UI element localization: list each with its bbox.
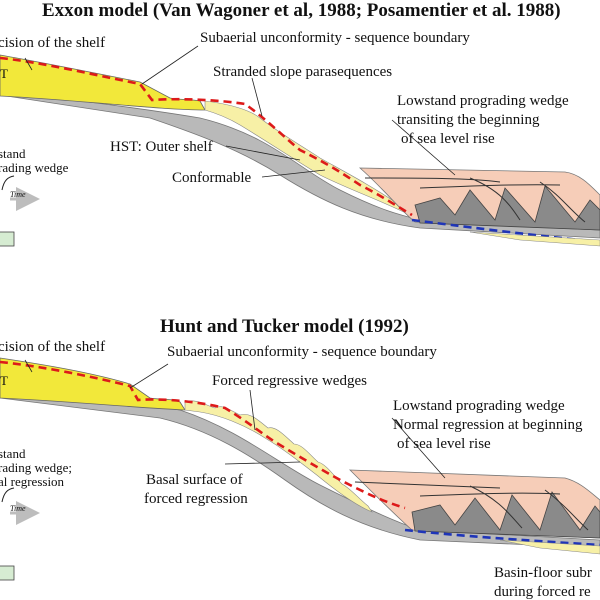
bottom-basal-label-2: forced regression xyxy=(144,491,248,507)
top-prograding-lobes xyxy=(414,185,600,231)
bottom-left-text-2: rading wedge; xyxy=(0,460,72,475)
top-time-curve xyxy=(1,175,15,191)
top-leader-hst xyxy=(225,145,301,161)
top-lowstand-label-1: Lowstand prograding wedge xyxy=(397,93,569,109)
bottom-prograding-lobes xyxy=(411,491,600,539)
top-lowstand-label-2: transiting the beginning xyxy=(397,112,540,128)
top-leader-unconformity xyxy=(141,45,199,85)
bottom-basin-floor-label-2: during forced re xyxy=(494,584,591,600)
bottom-leader-forced xyxy=(249,389,256,431)
bottom-forced-regressive-wedges xyxy=(184,400,373,513)
bottom-title: Hunt and Tucker model (1992) xyxy=(160,316,409,337)
bottom-clinoform-lines xyxy=(354,481,589,531)
bottom-lowstand-label-2: Normal regression at beginning xyxy=(393,417,583,433)
top-st-label: T xyxy=(0,66,8,81)
top-left-text-2: rading wedge xyxy=(0,160,69,175)
bottom-unconformity-line xyxy=(0,360,406,510)
top-left-text-1: stand xyxy=(0,146,26,161)
bottom-leader-incision xyxy=(24,359,33,373)
top-parasequences-label: Stranded slope parasequences xyxy=(213,64,392,80)
top-shelf-wedge xyxy=(0,54,206,111)
bottom-time-label: Time xyxy=(10,504,26,513)
top-unconformity-label: Subaerial unconformity - sequence bounda… xyxy=(200,30,470,46)
bottom-legend-box xyxy=(0,565,15,581)
bottom-leader-basal xyxy=(224,461,301,465)
top-unconformity-line xyxy=(0,56,413,217)
bottom-basin-floor-label-1: Basin-floor subr xyxy=(494,565,592,581)
bottom-incision-label: cision of the shelf xyxy=(0,339,105,355)
bottom-basal-label-1: Basal surface of xyxy=(146,472,243,488)
top-slope-body xyxy=(0,91,600,239)
top-leader-parasequences xyxy=(251,77,263,117)
bottom-lowstand-label-1: Lowstand prograding wedge xyxy=(393,398,565,414)
bottom-lowstand-label-3: of sea level rise xyxy=(397,436,491,452)
top-lowstand-label-3: of sea level rise xyxy=(401,131,495,147)
top-leader-incision xyxy=(24,57,33,71)
bottom-leader-unconformity xyxy=(129,363,169,389)
bottom-panel: Hunt and Tucker model (1992) cision of t… xyxy=(0,316,600,600)
bottom-leader-lowstand xyxy=(391,417,446,479)
bottom-unconformity-label: Subaerial unconformity - sequence bounda… xyxy=(167,344,437,360)
top-leader-conformable xyxy=(261,169,326,178)
top-clinoform-lines xyxy=(364,177,586,223)
top-leader-lowstand xyxy=(391,119,456,176)
bottom-left-text-1: stand xyxy=(0,446,26,461)
top-time-label: Time xyxy=(10,190,26,199)
top-hst-label: HST: Outer shelf xyxy=(110,139,213,155)
top-conformable-label: Conformable xyxy=(172,170,251,186)
top-panel: Exxon model (Van Wagoner et al, 1988; Po… xyxy=(0,0,600,247)
top-basin-floor-strip xyxy=(469,231,600,247)
bottom-st-label: T xyxy=(0,373,8,388)
top-incision-label: cision of the shelf xyxy=(0,35,105,51)
bottom-left-text-3: al regression xyxy=(0,474,65,489)
bottom-basin-floor-strip xyxy=(499,539,600,555)
bottom-forced-label: Forced regressive wedges xyxy=(212,373,367,389)
top-legend-box xyxy=(0,231,15,247)
bottom-time-curve xyxy=(1,487,15,503)
bottom-basal-line xyxy=(404,528,600,547)
top-stranded-parasequences xyxy=(204,100,411,216)
top-title: Exxon model (Van Wagoner et al, 1988; Po… xyxy=(42,0,561,21)
bottom-shelf-wedge xyxy=(0,357,186,411)
